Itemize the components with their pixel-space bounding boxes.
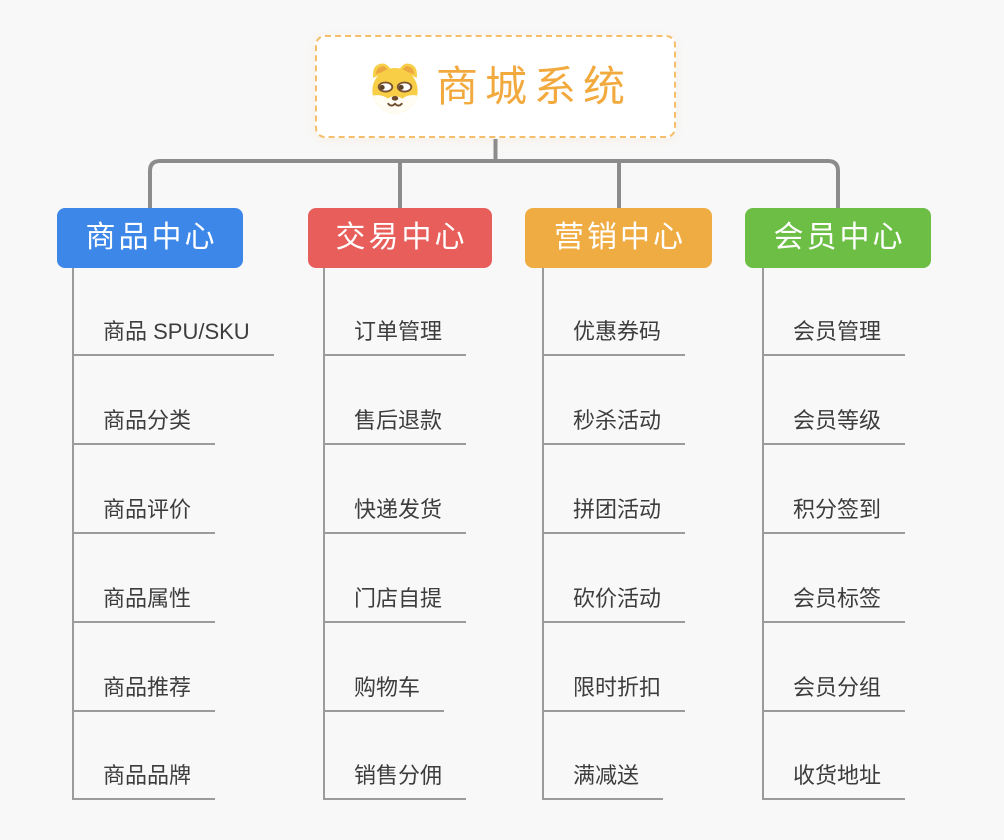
- branch-node-marketing-center[interactable]: 营销中心: [525, 208, 712, 268]
- leaf-node-trade-center-3[interactable]: 快递发货: [324, 497, 467, 534]
- leaf-node-marketing-center-6[interactable]: 满减送: [543, 763, 664, 800]
- leaf-node-marketing-center-2[interactable]: 秒杀活动: [543, 408, 686, 445]
- leaf-node-trade-center-6[interactable]: 销售分佣: [324, 763, 467, 800]
- branch-node-trade-center[interactable]: 交易中心: [308, 208, 492, 268]
- leaf-node-member-center-6[interactable]: 收货地址: [763, 763, 906, 800]
- leaf-node-marketing-center-4[interactable]: 砍价活动: [543, 586, 686, 623]
- branch-trunk-line: [542, 268, 544, 800]
- leaf-node-product-center-4[interactable]: 商品属性: [73, 586, 216, 623]
- leaf-node-marketing-center-1[interactable]: 优惠券码: [543, 319, 686, 356]
- leaf-node-member-center-5[interactable]: 会员分组: [763, 675, 906, 712]
- leaf-node-product-center-5[interactable]: 商品推荐: [73, 675, 216, 712]
- leaf-node-marketing-center-3[interactable]: 拼团活动: [543, 497, 686, 534]
- leaf-node-product-center-3[interactable]: 商品评价: [73, 497, 216, 534]
- tree-connectors: [148, 139, 840, 209]
- branch-trunk-line: [762, 268, 764, 800]
- leaf-node-trade-center-2[interactable]: 售后退款: [324, 408, 467, 445]
- branch-trunk-line: [323, 268, 325, 800]
- leaf-node-member-center-3[interactable]: 积分签到: [763, 497, 906, 534]
- leaf-node-trade-center-5[interactable]: 购物车: [324, 675, 445, 712]
- leaf-node-member-center-4[interactable]: 会员标签: [763, 586, 906, 623]
- leaf-node-member-center-2[interactable]: 会员等级: [763, 408, 906, 445]
- root-title: 商城系统: [435, 62, 632, 110]
- leaf-node-marketing-center-5[interactable]: 限时折扣: [543, 675, 686, 712]
- dog-icon: [372, 62, 418, 113]
- branch-node-member-center[interactable]: 会员中心: [745, 208, 931, 268]
- leaf-node-trade-center-1[interactable]: 订单管理: [324, 319, 467, 356]
- root-node[interactable]: 商城系统: [315, 35, 676, 138]
- leaf-node-product-center-6[interactable]: 商品品牌: [73, 763, 216, 800]
- leaf-node-product-center-2[interactable]: 商品分类: [73, 408, 216, 445]
- branch-trunk-line: [72, 268, 74, 800]
- leaf-node-trade-center-4[interactable]: 门店自提: [324, 586, 467, 623]
- leaf-node-product-center-1[interactable]: 商品 SPU/SKU: [73, 319, 274, 356]
- branch-node-product-center[interactable]: 商品中心: [57, 208, 243, 268]
- leaf-node-member-center-1[interactable]: 会员管理: [763, 319, 906, 356]
